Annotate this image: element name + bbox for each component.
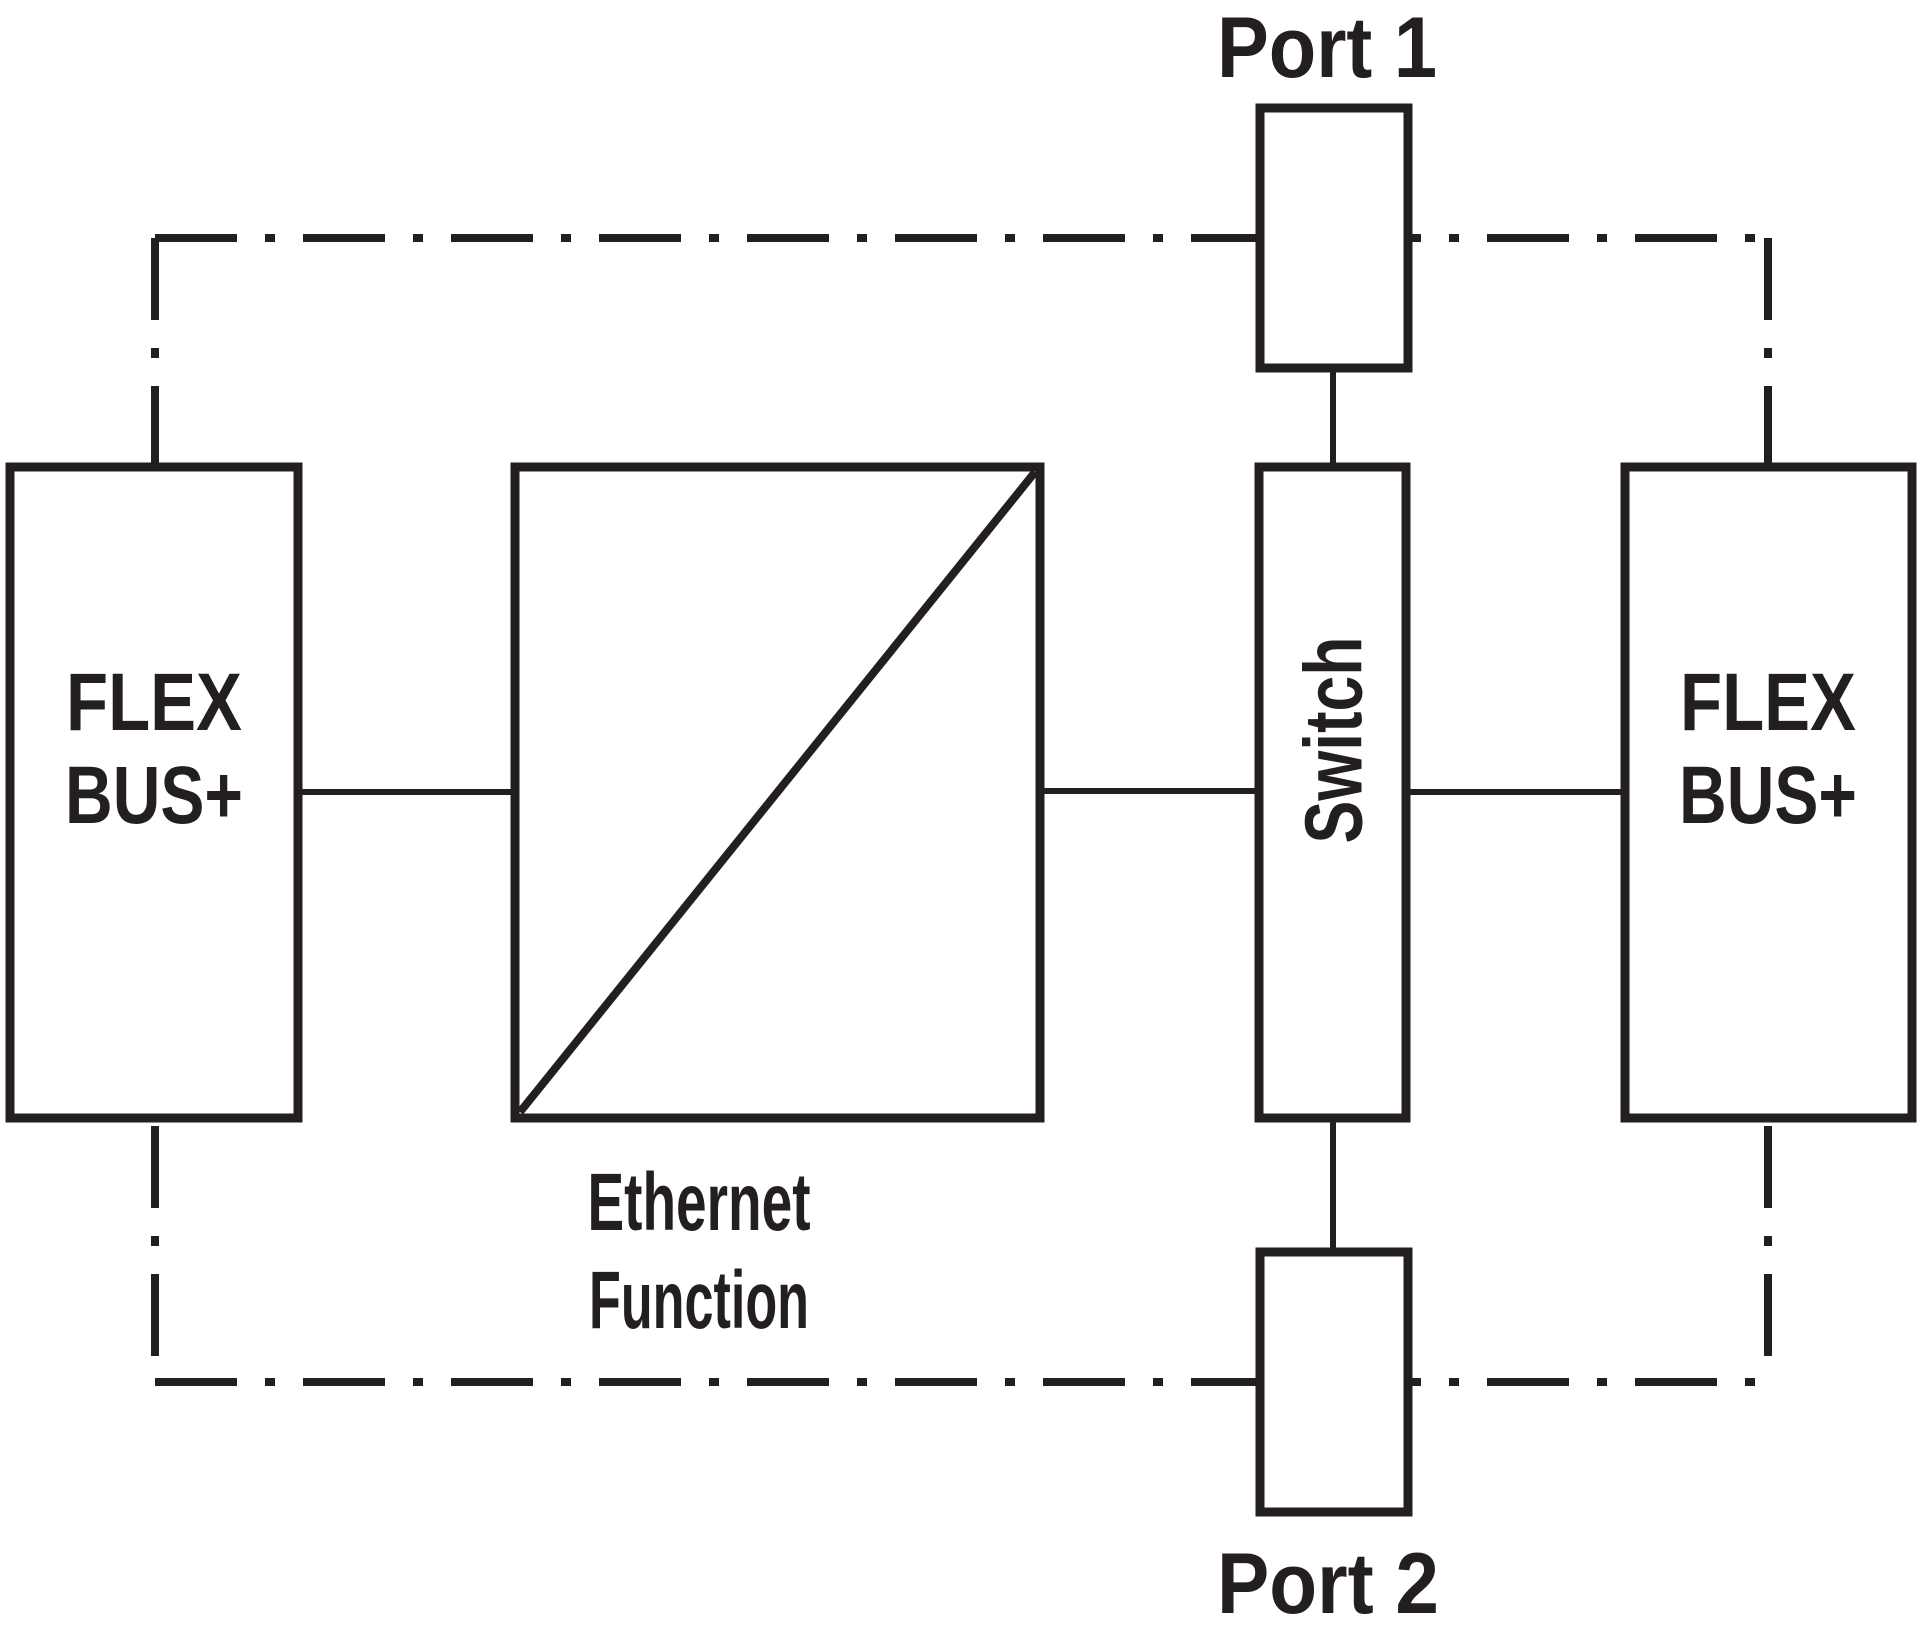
- flex-bus-left-label-line2: BUS+: [65, 750, 243, 841]
- switch-label: Switch: [1289, 637, 1380, 844]
- port1-box: [1255, 103, 1413, 373]
- ethernet-function-label-line2: Function: [589, 1255, 809, 1346]
- ethernet-function-label-line1: Ethernet: [588, 1157, 811, 1248]
- switch-box: [1254, 462, 1411, 1123]
- flex-bus-right-box: [1620, 462, 1917, 1123]
- port1-label: Port 1: [1217, 0, 1437, 96]
- flex-bus-right-label-line2: BUS+: [1679, 750, 1857, 841]
- ethernet-diagonal-line: [516, 469, 1039, 1115]
- port2-label: Port 2: [1217, 1536, 1439, 1632]
- flex-bus-left-box: [5, 462, 303, 1123]
- flex-bus-right-label-line1: FLEX: [1680, 657, 1856, 748]
- flex-bus-left-label-line1: FLEX: [66, 657, 242, 748]
- port2-box: [1255, 1247, 1413, 1517]
